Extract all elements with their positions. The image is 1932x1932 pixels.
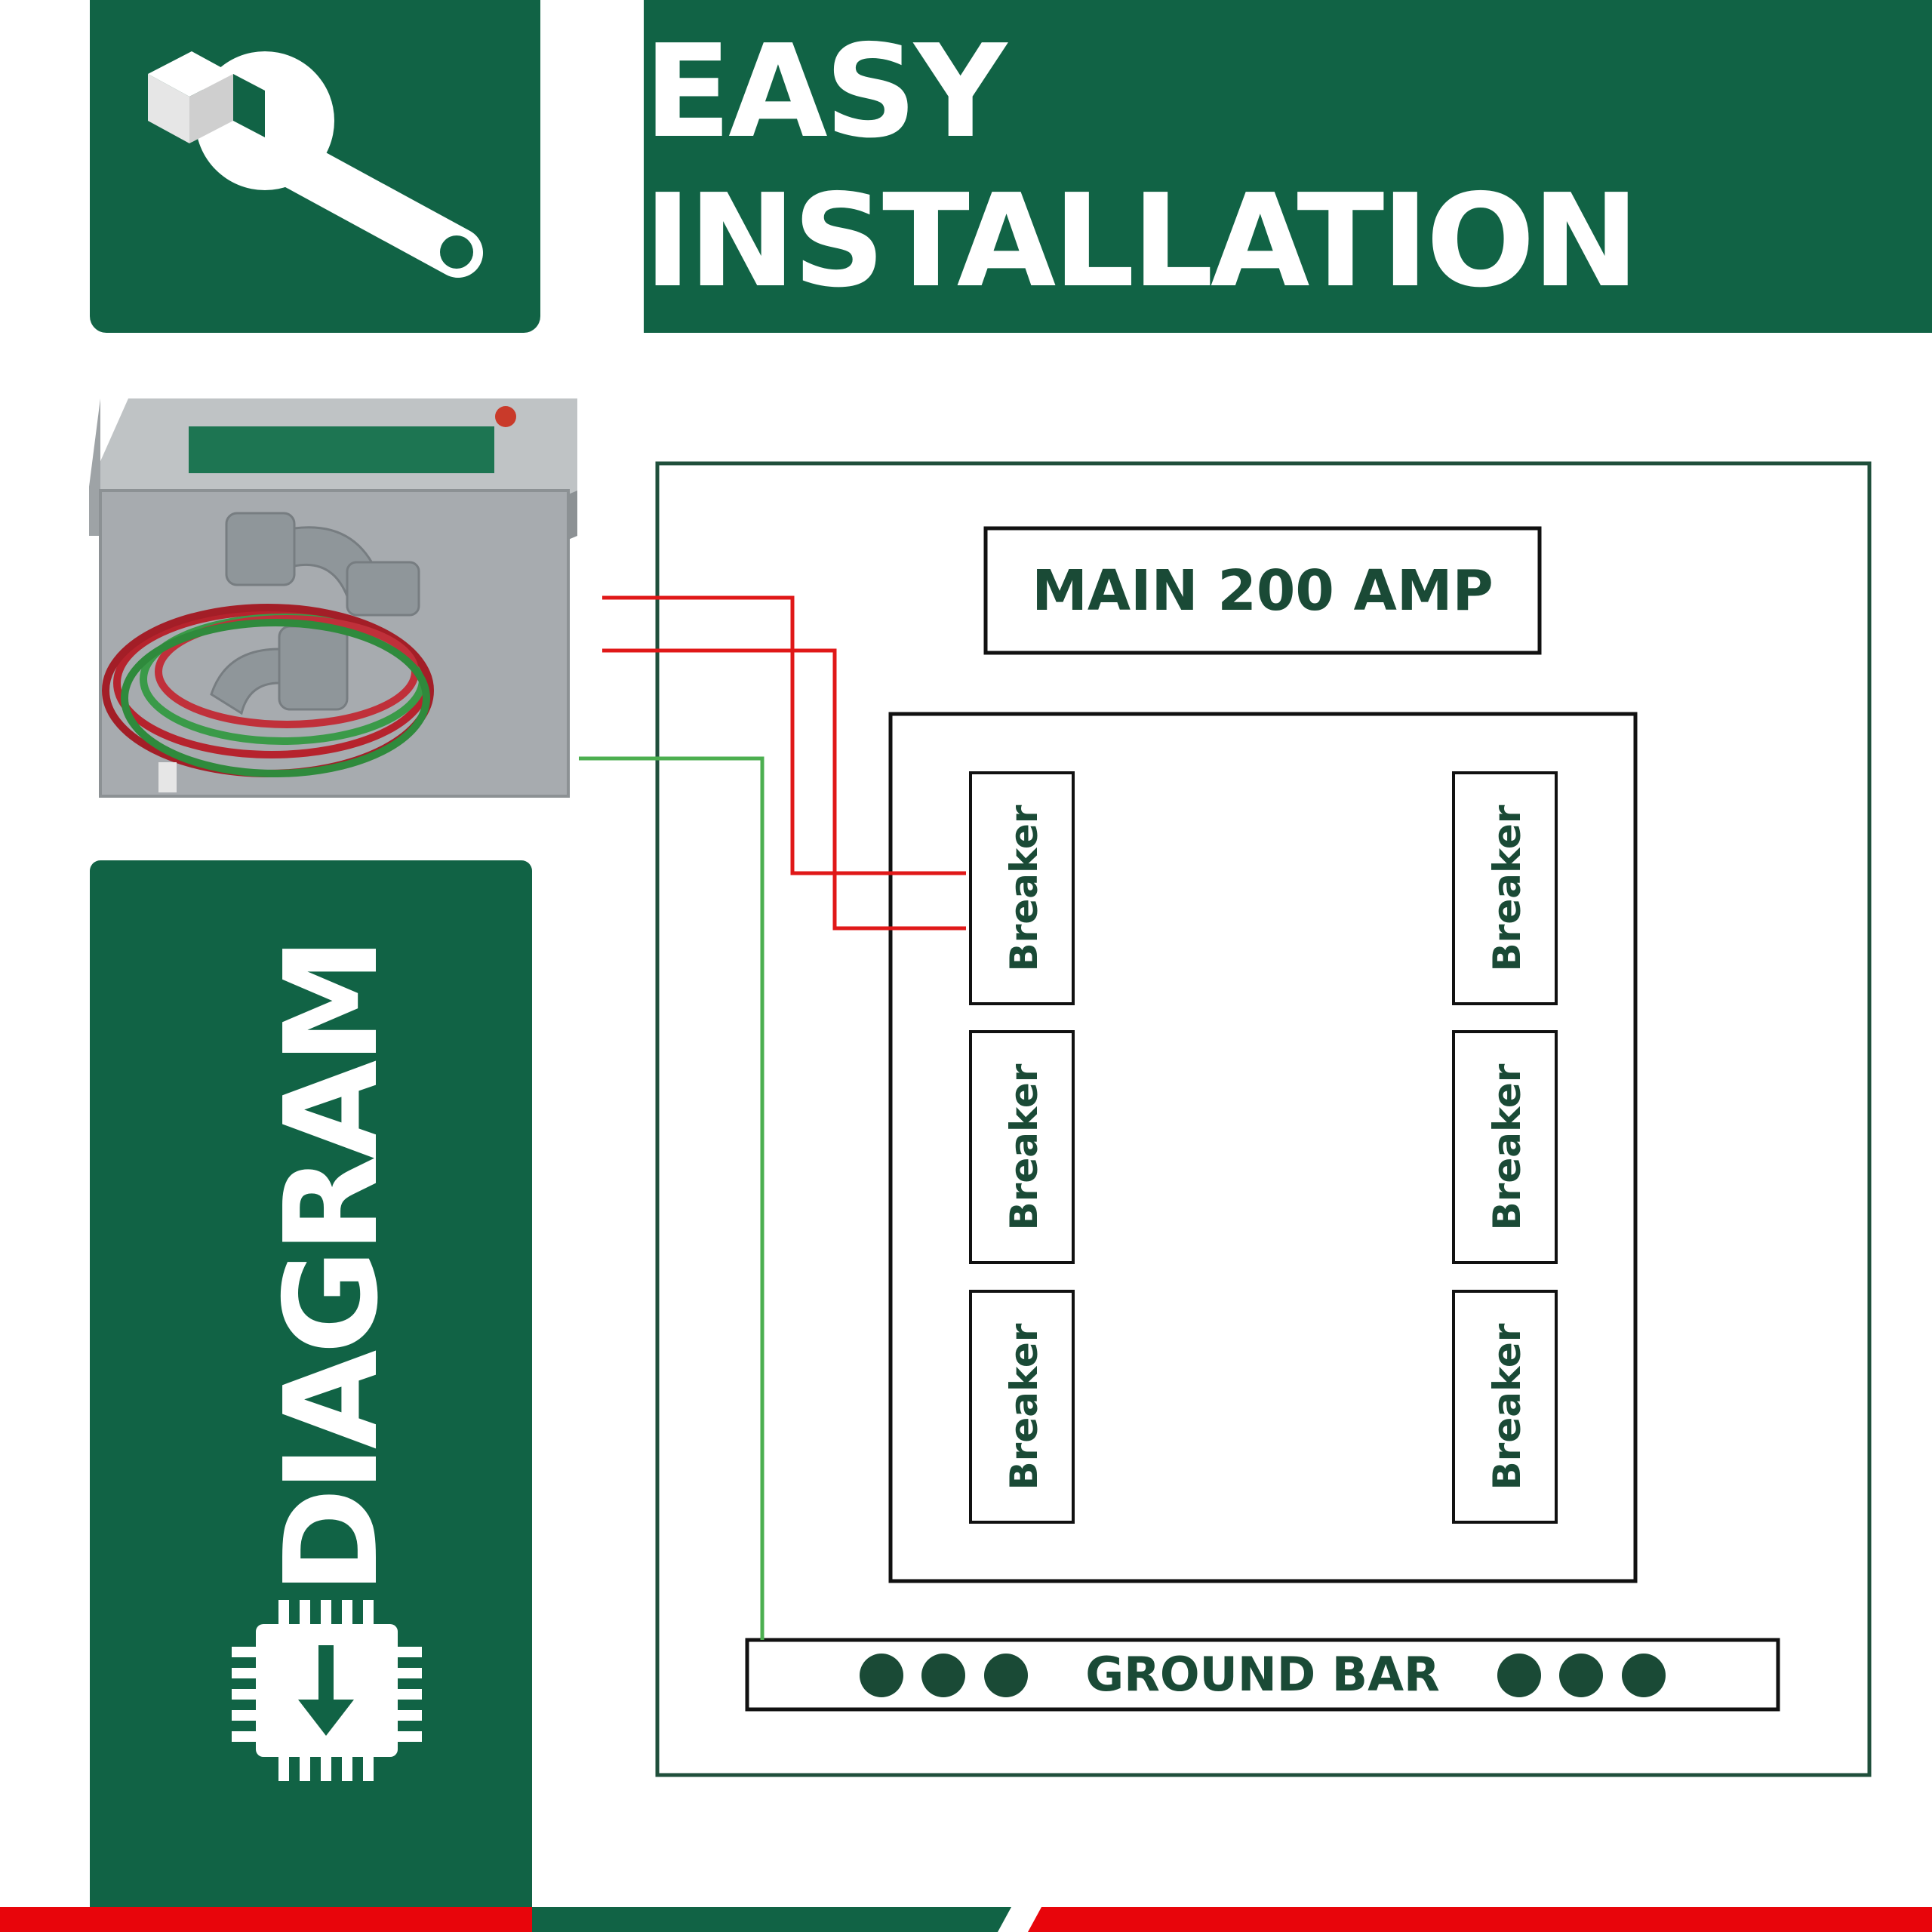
breaker-slot: Breaker [1452, 1030, 1558, 1264]
ground-terminals-right [1497, 1654, 1666, 1697]
breaker-slot: Breaker [969, 771, 1075, 1005]
bottom-accent-strip [0, 1907, 1932, 1932]
diagram-side-panel [90, 860, 532, 1932]
main-breaker-label: MAIN 200 AMP [1032, 558, 1494, 623]
wrench-panel [90, 0, 540, 333]
breaker-slot: Breaker [1452, 771, 1558, 1005]
breaker-area [888, 712, 1638, 1583]
page-title: EASY INSTALLATION [644, 17, 1639, 316]
title-panel: EASY INSTALLATION [644, 0, 1932, 333]
wrench-icon [148, 51, 483, 278]
panel-enclosure [655, 461, 1872, 1777]
main-breaker-box [983, 526, 1542, 655]
ground-bar-label: GROUND BAR [1085, 1647, 1440, 1702]
ground-bar [745, 1638, 1780, 1712]
breaker-label: Breaker [1002, 1323, 1046, 1490]
surge-protector-device [89, 398, 577, 798]
breaker-label: Breaker [1485, 1063, 1529, 1230]
breaker-slot: Breaker [1452, 1290, 1558, 1524]
hot-wire-2 [602, 648, 966, 931]
breaker-label: Breaker [1485, 1323, 1529, 1490]
breaker-label: Breaker [1002, 1063, 1046, 1230]
ground-wire [579, 756, 764, 1640]
ground-terminals-left [860, 1654, 1028, 1697]
chip-download-icon [232, 1600, 422, 1781]
hot-wire-1 [602, 595, 966, 875]
breaker-slot: Breaker [969, 1290, 1075, 1524]
breaker-slot: Breaker [969, 1030, 1075, 1264]
breaker-label: Breaker [1485, 804, 1529, 971]
breaker-label: Breaker [1002, 804, 1046, 971]
